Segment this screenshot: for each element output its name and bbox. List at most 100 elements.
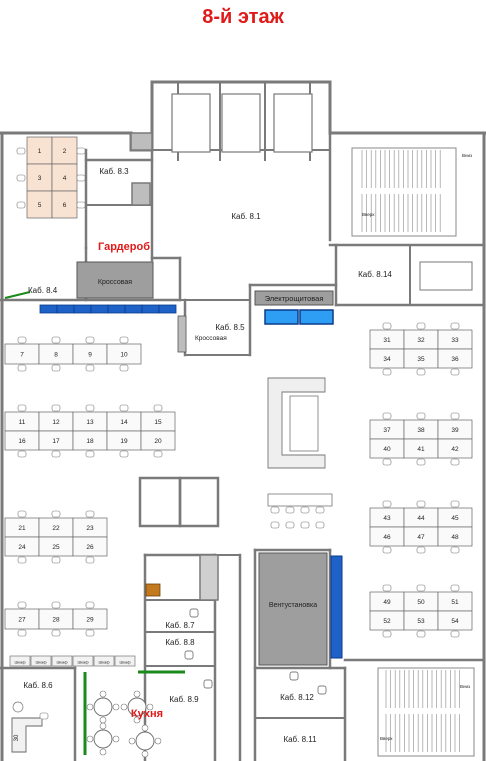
- vent-rack: [330, 555, 343, 659]
- block37-desk-3-number: 40: [383, 446, 391, 453]
- row27-desk-chair: [51, 629, 61, 637]
- locker: [51, 655, 73, 667]
- sink-1: [189, 608, 199, 618]
- stairs-top-down-label: Вниз: [462, 153, 472, 158]
- block21-desk-chair: [85, 510, 95, 518]
- wardrobe-desk-3-number: 4: [63, 175, 67, 182]
- row27-desk-chair: [85, 601, 95, 609]
- row27-desk-2: [72, 608, 108, 630]
- block37-desk-1-number: 38: [417, 427, 425, 434]
- cross2-pillar: [177, 315, 187, 353]
- block11-desk-chair: [85, 404, 95, 412]
- block11-desk-2-number: 13: [86, 419, 94, 426]
- lounge-chair: [285, 521, 295, 529]
- rack-unit: [39, 304, 58, 314]
- block11-desk-5-number: 16: [18, 438, 26, 445]
- kitchen-chair: [112, 703, 120, 711]
- row7-desk-3-number: 10: [120, 352, 128, 359]
- kitchen-chair: [99, 722, 107, 730]
- kitchen-chair: [141, 724, 149, 732]
- locker: [30, 655, 52, 667]
- kitchen-chair: [99, 716, 107, 724]
- lounge-table: [289, 395, 319, 452]
- block11-desk-chair: [85, 450, 95, 458]
- wardrobe-desk-2: [26, 163, 53, 192]
- kitchen-chair: [112, 735, 120, 743]
- rack-unit: [107, 304, 126, 314]
- kitchen-table-3: [93, 729, 113, 749]
- block37-desk-chair: [416, 458, 426, 466]
- room-86-label: Каб. 8.6: [23, 681, 53, 690]
- staircase-bottom: [377, 667, 475, 757]
- block21-desk-5-number: 26: [86, 544, 94, 551]
- row7-desk-3: [106, 343, 142, 365]
- lounge-chair: [315, 521, 325, 529]
- door-84: [4, 291, 31, 299]
- sink-2: [184, 650, 194, 660]
- rack-unit: [158, 304, 177, 314]
- stairs-bottom-down-label: Вниз: [460, 684, 470, 689]
- room-81-label: Каб. 8.1: [231, 212, 261, 221]
- block31-desk-1-number: 32: [417, 337, 425, 344]
- lounge-chair: [270, 521, 280, 529]
- elevator-3: [273, 93, 313, 153]
- room-87-label: Каб. 8.7: [165, 621, 195, 630]
- wardrobe-chair: [76, 147, 86, 155]
- desk-30-number: 30: [14, 734, 20, 741]
- wardrobe-chair: [16, 147, 26, 155]
- electro-cabinet-2: [299, 309, 334, 325]
- row27-desk-chair: [85, 629, 95, 637]
- block11-desk-chair: [17, 404, 27, 412]
- block49-desk-1-number: 50: [417, 599, 425, 606]
- block37-desk-2-number: 39: [451, 427, 459, 434]
- block31-desk-chair: [416, 368, 426, 376]
- block31-desk-3-number: 34: [383, 356, 391, 363]
- locker-label: Шкаф: [119, 660, 131, 665]
- cross-room: [76, 261, 154, 299]
- row27-desk-chair: [17, 601, 27, 609]
- block11-desk-6-number: 17: [52, 438, 60, 445]
- block21-desk-3-number: 24: [18, 544, 26, 551]
- locker-label: Шкаф: [77, 660, 89, 665]
- block37-desk-chair: [450, 458, 460, 466]
- block21-desk-4-number: 25: [52, 544, 60, 551]
- row7-desk-chair: [51, 336, 61, 344]
- page-title: 8-й этаж: [202, 6, 284, 28]
- vent-unit: [258, 552, 328, 666]
- sink-5: [317, 685, 327, 695]
- stairs-top-up-label: Вверх: [362, 212, 375, 217]
- block43-desk-chair: [382, 500, 392, 508]
- row7-desk-chair: [85, 364, 95, 372]
- locker: [72, 655, 94, 667]
- block21-desk-2-number: 23: [86, 525, 94, 532]
- row27-desk-2-number: 29: [86, 617, 94, 624]
- walls: [0, 80, 486, 761]
- row7-desk-chair: [119, 336, 129, 344]
- locker-label: Шкаф: [56, 660, 68, 665]
- row7-desk-chair: [85, 336, 95, 344]
- room-83-label: Каб. 8.3: [99, 167, 129, 176]
- block31-desk-4-number: 35: [417, 356, 425, 363]
- elevator-1: [171, 93, 211, 153]
- kitchen-chair: [154, 737, 162, 745]
- block21-desk-1-number: 22: [52, 525, 60, 532]
- kitchen-table-1: [93, 697, 113, 717]
- block49-desk-chair: [416, 584, 426, 592]
- row7-desk-chair: [119, 364, 129, 372]
- shaft-block-right: [178, 476, 220, 528]
- locker-label: Шкаф: [14, 660, 26, 665]
- block21-desk-5: [72, 536, 108, 557]
- room-84-label: Каб. 8.4: [28, 286, 58, 295]
- block11-desk-1-number: 12: [52, 419, 60, 426]
- row7-desk-0-number: 7: [20, 352, 24, 359]
- labels: ВнизВверхВнизВверхКроссоваяЭлектрощитова…: [23, 153, 472, 744]
- block37-desk-chair: [450, 412, 460, 420]
- block31-desk-chair: [416, 322, 426, 330]
- block11-desk-chair: [51, 404, 61, 412]
- row7-desk-chair: [17, 336, 27, 344]
- block49-desk-chair: [450, 584, 460, 592]
- wardrobe-chair: [16, 174, 26, 182]
